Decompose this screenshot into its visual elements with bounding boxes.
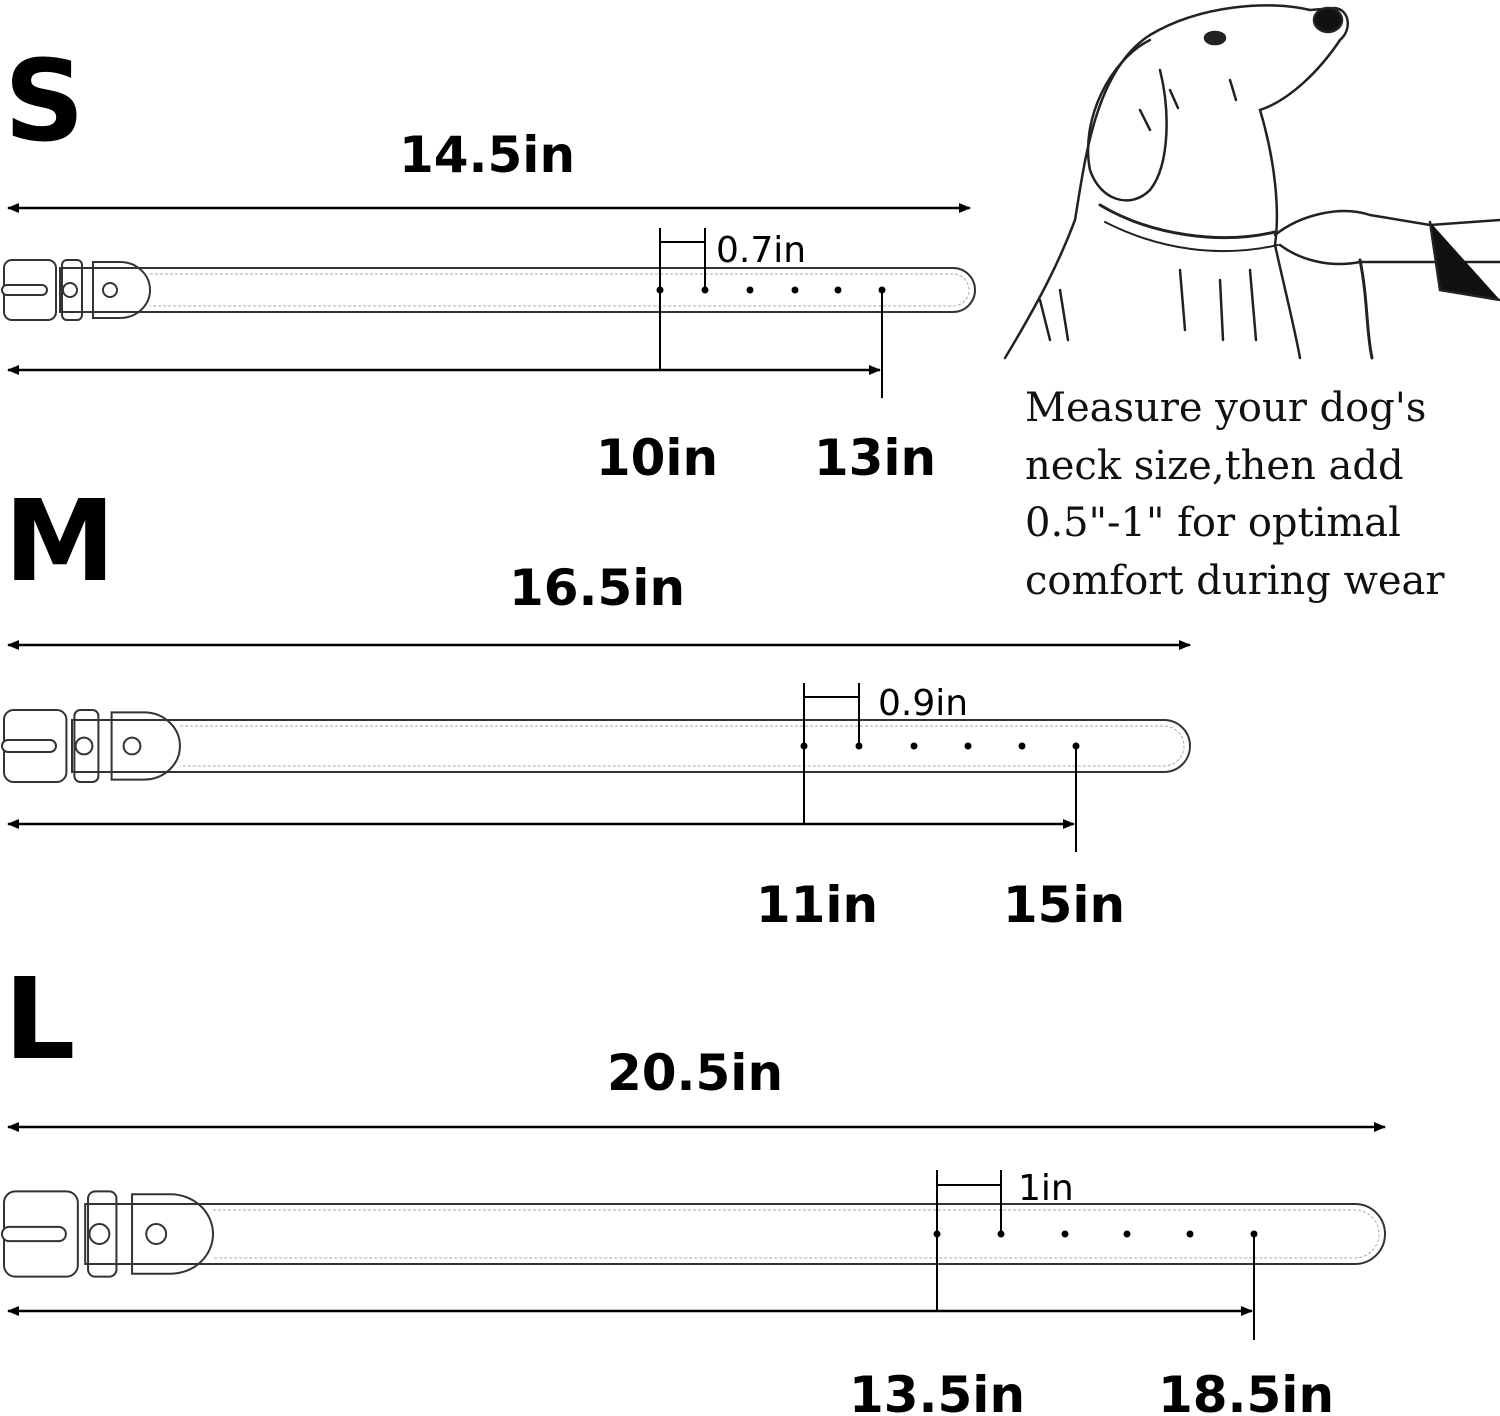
size-m-group: M 16.5in 0.9in 11in 15in <box>1 477 1191 934</box>
max-neck-label: 15in <box>1003 876 1125 934</box>
hole <box>746 286 754 294</box>
keeper-loop <box>87 1190 118 1278</box>
hole-spacing-label: 0.9in <box>878 683 968 724</box>
collar-strap <box>71 719 1191 773</box>
collar <box>1 1190 1386 1278</box>
rivet <box>62 282 78 298</box>
hole <box>964 742 972 750</box>
hole-spacing-bracket <box>803 683 860 746</box>
rivet <box>88 1223 111 1245</box>
d-ring <box>92 261 151 319</box>
min-neck-label: 11in <box>756 876 878 934</box>
hole <box>791 286 799 294</box>
collar <box>1 259 976 321</box>
hole <box>1186 1230 1194 1238</box>
size-letter: S <box>4 37 85 167</box>
hole <box>910 742 918 750</box>
collar-stitching <box>150 273 970 307</box>
note-line: comfort during wear <box>1025 557 1445 604</box>
collar <box>1 709 1191 783</box>
d-ring <box>131 1193 214 1275</box>
measuring-instructions: Measure your dog's neck size,then add 0.… <box>1025 380 1495 610</box>
buckle-prong <box>1 739 57 753</box>
size-letter: M <box>4 477 115 607</box>
size-l-group: L 20.5in 1in 13.5in 18.5in <box>1 955 1386 1416</box>
size-s-group: S 14.5in 0.7in 10in 13in <box>1 37 976 487</box>
collar-strap <box>59 267 976 313</box>
hole <box>1123 1230 1131 1238</box>
dog-measuring-illustration <box>1003 4 1500 360</box>
rivet <box>122 736 142 756</box>
hole <box>834 286 842 294</box>
note-line: neck size,then add <box>1025 442 1404 489</box>
buckle-prong <box>1 1225 67 1243</box>
hole-spacing-bracket <box>659 228 706 290</box>
rivet <box>145 1223 168 1245</box>
hole-spacing-bracket <box>936 1170 1002 1234</box>
hole <box>1061 1230 1069 1238</box>
keeper-loop <box>73 709 100 783</box>
hole-spacing-label: 0.7in <box>716 230 806 271</box>
max-neck-label: 13in <box>814 429 936 487</box>
buckle-prong <box>1 284 48 296</box>
hole-spacing-label: 1in <box>1018 1168 1074 1209</box>
total-length-label: 20.5in <box>607 1044 783 1102</box>
size-letter: L <box>4 955 75 1085</box>
collar-strap <box>84 1203 1386 1265</box>
note-line: 0.5"-1" for optimal <box>1025 500 1401 546</box>
rivet <box>74 736 94 756</box>
note-line: Measure your dog's <box>1025 385 1427 431</box>
hole <box>1018 742 1026 750</box>
total-length-label: 16.5in <box>509 559 685 617</box>
min-neck-label: 10in <box>596 429 718 487</box>
rivet <box>102 282 118 298</box>
min-neck-label: 13.5in <box>849 1366 1025 1416</box>
collar-stitching <box>180 725 1185 767</box>
total-length-label: 14.5in <box>399 126 575 184</box>
max-neck-label: 18.5in <box>1158 1366 1334 1416</box>
d-ring <box>110 711 181 781</box>
